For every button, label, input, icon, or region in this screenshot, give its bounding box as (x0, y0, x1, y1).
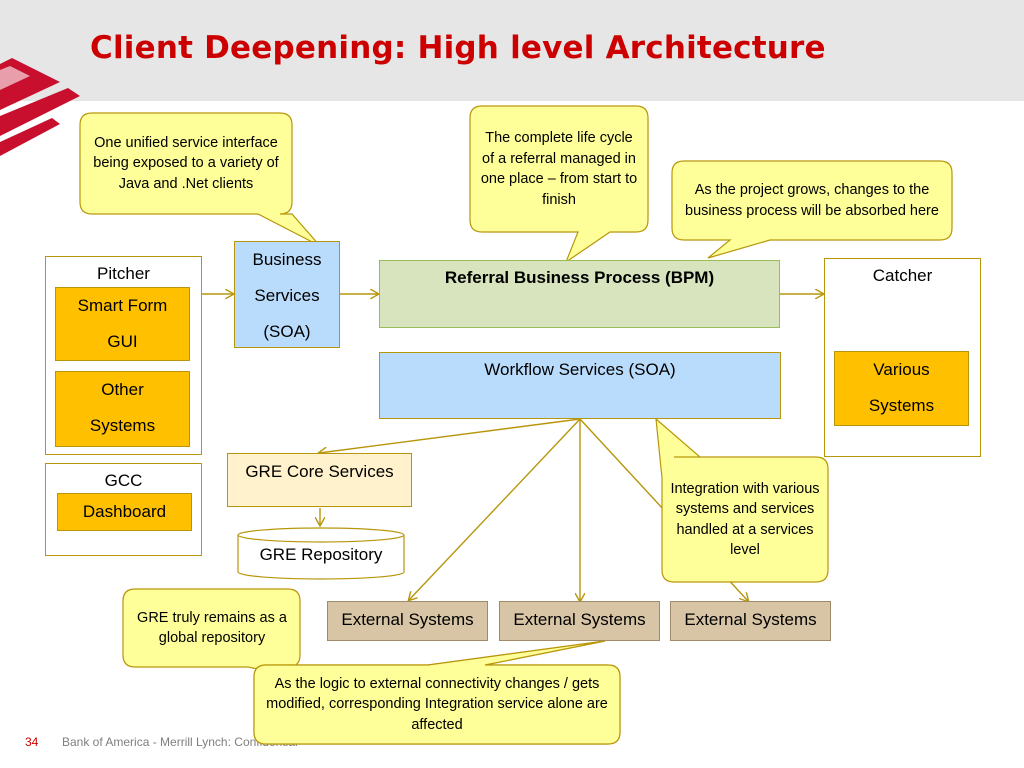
arrow-workflow-to-gre-core (319, 418, 581, 453)
business-services-line3: (SOA) (263, 322, 311, 341)
business-services-line2: Services (254, 286, 320, 305)
workflow-services-box: Workflow Services (SOA) (379, 352, 781, 419)
business-services-box: Business Services (SOA) (234, 241, 340, 348)
other-systems-line2: Systems (89, 416, 156, 435)
gre-repository-label: GRE Repository (259, 545, 383, 564)
callout-gre-global-text: GRE truly remains as a global repository (137, 609, 287, 647)
callout-project-grows-text: As the project grows, changes to the bus… (685, 182, 939, 219)
external-systems-box-1: External Systems (327, 601, 488, 641)
callout-unified-interface-text: One unified service interface being expo… (93, 134, 279, 192)
various-systems-line2: Systems (868, 396, 935, 415)
gre-core-services-label: GRE Core Services (245, 462, 394, 481)
catcher-label: Catcher (872, 266, 933, 285)
gcc-label: GCC (104, 471, 143, 490)
external-systems-label-1: External Systems (341, 610, 474, 629)
dashboard-box: Dashboard (57, 493, 192, 531)
callout-integration-text: Integration with various systems and ser… (670, 480, 820, 559)
external-systems-label-3: External Systems (684, 610, 817, 629)
various-systems-box: Various Systems (834, 351, 969, 426)
page-number: 34 (25, 735, 39, 749)
callout-unified-interface (79, 112, 321, 247)
business-services-line1: Business (252, 250, 322, 269)
callout-lifecycle-text: The complete life cycle of a referral ma… (480, 130, 638, 208)
external-systems-label-2: External Systems (513, 610, 646, 629)
pitcher-label: Pitcher (97, 264, 150, 283)
smart-form-line1: Smart Form (77, 296, 168, 315)
external-systems-box-3: External Systems (670, 601, 831, 641)
gre-core-services-box: GRE Core Services (227, 453, 412, 507)
callout-project-grows (671, 160, 953, 259)
arrow-workflow-to-ext1 (409, 418, 581, 600)
referral-bpm-label: Referral Business Process (BPM) (444, 268, 715, 287)
callout-integration (655, 417, 829, 583)
workflow-services-label: Workflow Services (SOA) (484, 360, 676, 379)
referral-bpm-box: Referral Business Process (BPM) (379, 260, 780, 328)
external-systems-box-2: External Systems (499, 601, 660, 641)
smart-form-line2: GUI (107, 332, 138, 351)
footer-confidential: Bank of America - Merrill Lynch: Confide… (62, 735, 298, 749)
bank-logo-icon (0, 58, 80, 156)
smart-form-gui-box: Smart Form GUI (55, 287, 190, 361)
callout-logic-changes-text: As the logic to external connectivity ch… (266, 675, 608, 733)
gre-repository-cylinder (237, 527, 405, 580)
dashboard-label: Dashboard (82, 502, 167, 521)
other-systems-box: Other Systems (55, 371, 190, 447)
other-systems-line1: Other (101, 380, 144, 399)
header-band (0, 0, 1024, 101)
various-systems-line1: Various (873, 360, 930, 379)
callout-lifecycle (469, 105, 649, 264)
page-title: Client Deepening: High level Architectur… (90, 30, 826, 66)
